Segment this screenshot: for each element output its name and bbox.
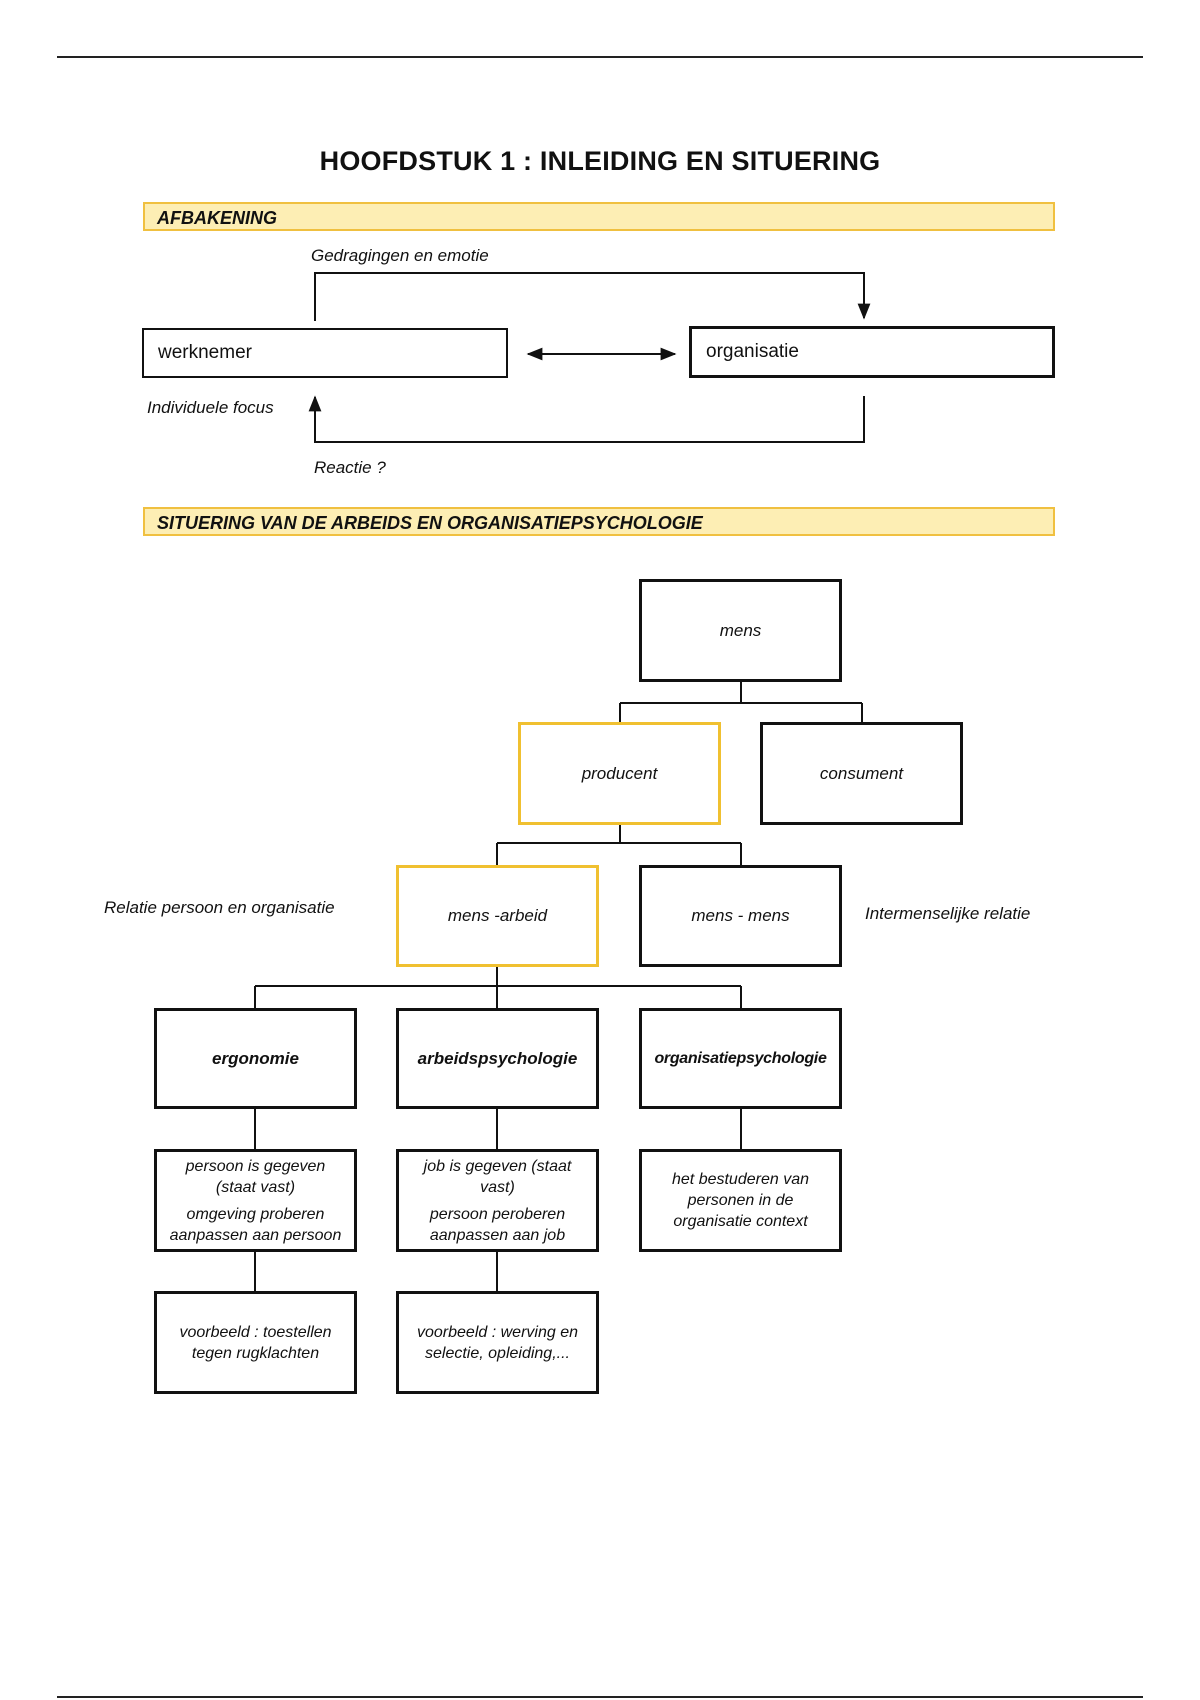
node-consument: consument	[760, 722, 963, 825]
connector-level4	[254, 1109, 742, 1149]
box-werknemer: werknemer	[142, 328, 508, 378]
label-reactie: Reactie ?	[314, 458, 386, 477]
page-title: HOOFDSTUK 1 : INLEIDING EN SITUERING	[319, 146, 881, 176]
label-gedragingen-en-emotie: Gedragingen en emotie	[311, 246, 489, 265]
section-heading-situering: SITUERING VAN DE ARBEIDS EN ORGANISATIEP…	[143, 507, 1055, 536]
box-organisatie: organisatie	[689, 326, 1055, 378]
desc-ergonomie: persoon is gegeven (staat vast) omgeving…	[154, 1149, 357, 1252]
node-mens-arbeid: mens -arbeid	[396, 865, 599, 967]
top-rule	[57, 56, 1143, 58]
desc-organisatiepsychologie: het bestuderen van personen in de organi…	[639, 1149, 842, 1252]
node-mens-mens: mens - mens	[639, 865, 842, 967]
example-ergonomie: voorbeeld : toestellen tegen rugklachten	[154, 1291, 357, 1394]
connector-mens-arbeid	[254, 967, 742, 1008]
connector-producent	[496, 825, 742, 865]
desc-arbeidspsychologie: job is gegeven (staat vast) persoon pero…	[396, 1149, 599, 1252]
node-organisatiepsychologie: organisatiepsychologie	[639, 1008, 842, 1109]
connector-level5	[254, 1252, 498, 1291]
label-intermenselijke-relatie: Intermenselijke relatie	[865, 904, 1031, 923]
node-arbeidspsychologie: arbeidspsychologie	[396, 1008, 599, 1109]
bottom-feedback-arrow	[308, 395, 865, 443]
connector-mens	[619, 682, 863, 722]
bottom-rule	[57, 1696, 1143, 1698]
node-mens: mens	[639, 579, 842, 682]
top-feedback-arrow	[314, 272, 871, 321]
label-relatie-persoon-en-organisatie: Relatie persoon en organisatie	[104, 898, 335, 917]
label-individuele-focus: Individuele focus	[147, 398, 274, 417]
node-producent: producent	[518, 722, 721, 825]
node-ergonomie: ergonomie	[154, 1008, 357, 1109]
section-heading-afbakening: AFBAKENING	[143, 202, 1055, 231]
example-arbeidspsychologie: voorbeeld : werving en selectie, opleidi…	[396, 1291, 599, 1394]
